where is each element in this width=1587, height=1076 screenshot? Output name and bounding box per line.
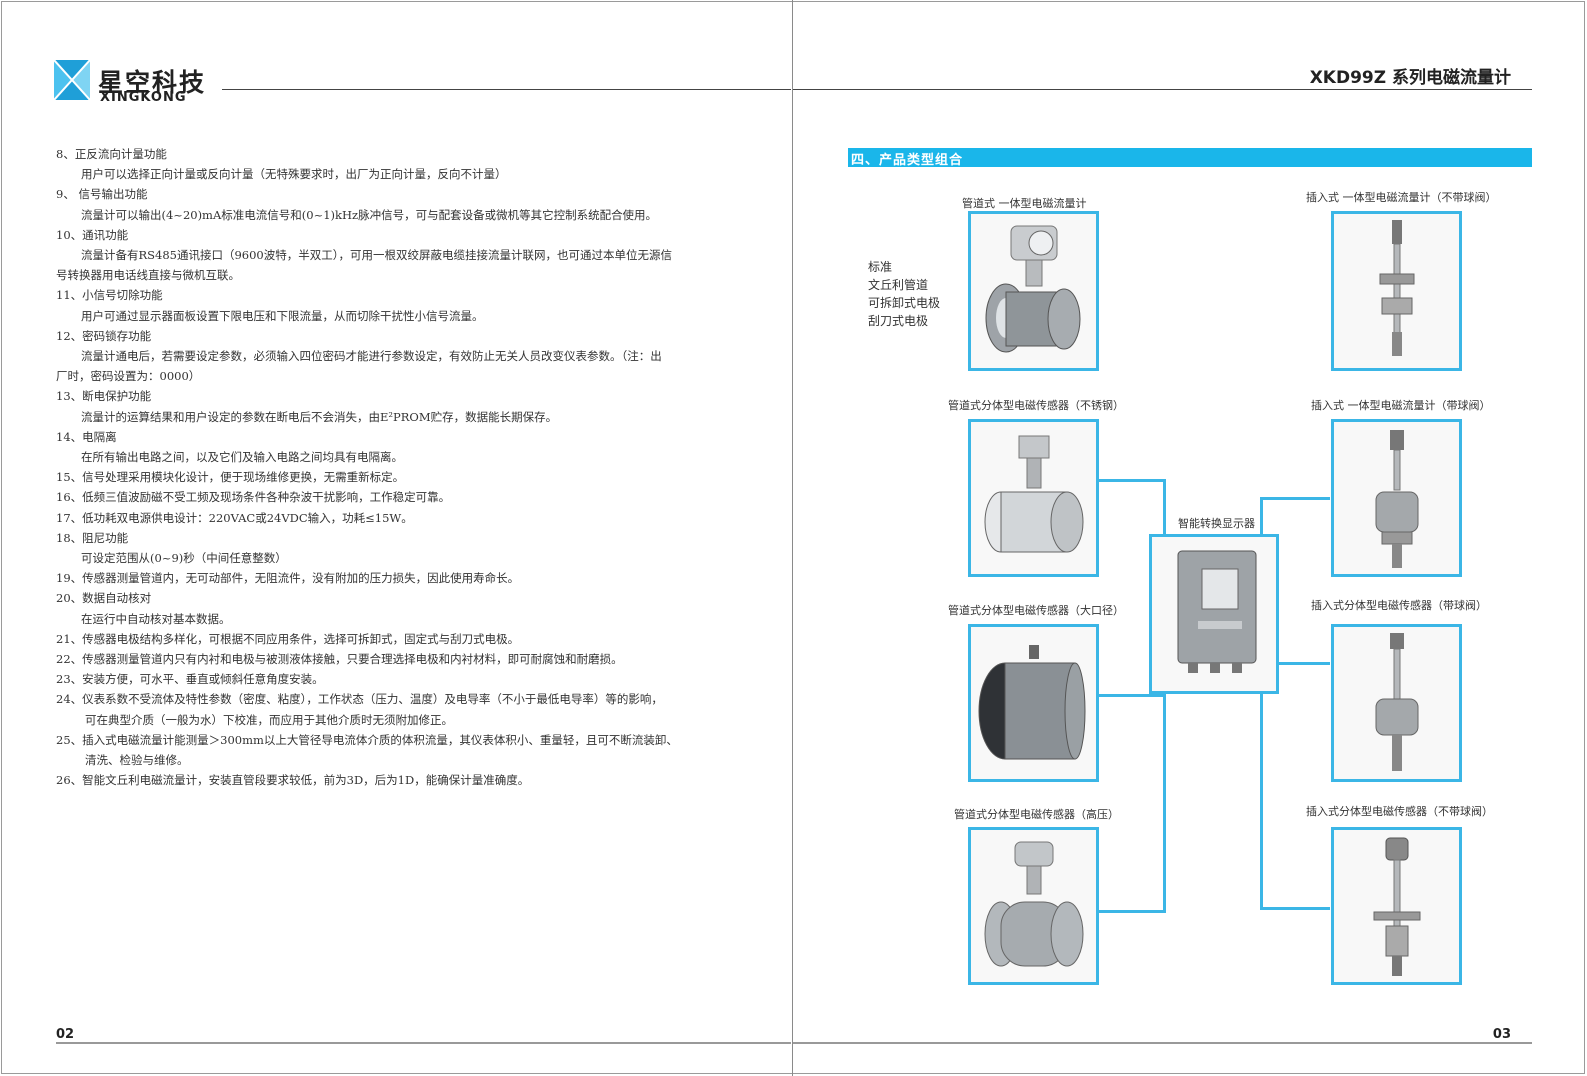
feature-line: 24、仪表系数不受流体及特性参数（密度、粘度），工作状态（压力、温度）及电导率（… [56, 692, 663, 707]
feature-line: 23、安装方便，可水平、垂直或倾斜任意角度安装。 [56, 672, 324, 687]
feature-line: 18、阻尼功能 [56, 530, 129, 545]
xingkong-logo-icon [54, 60, 92, 100]
feature-line: 在运行中自动核对基本数据。 [81, 611, 231, 626]
caption-insert-split-no-valve: 插入式分体型电磁传感器（不带球阀） [1306, 805, 1493, 818]
feature-line: 21、传感器电极结构多样化，可根据不同应用条件，选择可拆卸式，固定式与刮刀式电极… [56, 631, 520, 646]
connector-line [1260, 497, 1330, 500]
feature-line: 13、断电保护功能 [56, 389, 152, 404]
feature-line: 厂时，密码设置为：0000） [56, 369, 201, 384]
product-image-pipe-split-large [968, 624, 1099, 782]
feature-line: 15、信号处理采用模块化设计，便于现场维修更换，无需重新标定。 [56, 470, 405, 485]
legend-item: 可拆卸式电极 [868, 296, 941, 310]
product-image-pipe-split-stainless [968, 419, 1099, 577]
product-image-converter [1149, 534, 1279, 694]
feature-line: 9、 信号输出功能 [56, 187, 148, 202]
feature-line: 8、正反流向计量功能 [56, 147, 167, 161]
feature-line: 流量计通电后，若需要设定参数，必须输入四位密码才能进行参数设定，有效防止无关人员… [81, 349, 662, 363]
feature-line: 26、智能文丘利电磁流量计，安装直管段要求较低，前为3D，后为1D，能确保计量准… [56, 773, 530, 788]
feature-line: 流量计的运算结果和用户设定的参数在断电后不会消失，由E²PROM贮存，数据能长期… [81, 409, 558, 424]
feature-line: 流量计可以输出(4~20)mA标准电流信号和(0~1)kHz脉冲信号，可与配套设… [81, 207, 658, 222]
product-image-pipe-split-high-pressure [968, 827, 1099, 985]
feature-line: 用户可以选择正向计量或反向计量（无特殊要求时，出厂为正向计量，反向不计量） [81, 167, 507, 182]
brand-name-cn: 星空科技 [98, 68, 207, 97]
header-rule-right [793, 89, 1532, 90]
feature-line: 流量计备有RS485通讯接口（9600波特，半双工），可用一根双绞屏蔽电缆挂接流… [81, 248, 672, 262]
feature-line: 在所有输出电路之间，以及它们及输入电路之间均具有电隔离。 [81, 450, 403, 464]
feature-line: 17、低功耗双电源供电设计：220VAC或24VDC输入，功耗≤15W。 [56, 510, 413, 525]
feature-line: 用户可通过显示器面板设置下限电压和下限流量，从而切除干扰性小信号流量。 [81, 308, 484, 323]
brand-name-en: XINGKONG [100, 90, 187, 105]
feature-line: 12、密码锁存功能 [56, 328, 152, 343]
feature-line: 11、小信号切除功能 [56, 288, 163, 303]
section-header-bar: 四、产品类型组合 [848, 148, 1532, 168]
feature-line: 清洗、检验与维修。 [85, 753, 189, 767]
footer-rule-left [56, 1042, 791, 1044]
feature-line: 可在典型介质（一般为水）下校准，而应用于其他介质时无须附加修正。 [85, 712, 453, 727]
connector-line [1096, 910, 1166, 913]
connector-line [1096, 694, 1166, 697]
feature-line: 22、传感器测量管道内只有内衬和电极与被测液体接触，只要合理选择电极和内衬材料，… [56, 652, 623, 666]
feature-line: 14、电隔离 [56, 429, 117, 444]
caption-insert-integral-valve: 插入式 一体型电磁流量计（带球阀） [1311, 399, 1491, 412]
caption-pipe-split-high-pressure: 管道式分体型电磁传感器（高压） [954, 808, 1119, 821]
connector-line [1096, 479, 1166, 482]
feature-line: 20、数据自动核对 [56, 591, 152, 606]
header-rule-left [222, 89, 791, 90]
connector-line [1260, 907, 1330, 910]
legend-item: 标准 [868, 260, 893, 274]
product-image-pipe-integral [968, 211, 1099, 371]
legend-item: 刮刀式电极 [868, 314, 929, 328]
caption-pipe-split-large: 管道式分体型电磁传感器（大口径） [948, 604, 1124, 617]
product-title: XKD99Z 系列电磁流量计 [1309, 68, 1511, 88]
spread-spine [792, 0, 793, 1076]
caption-pipe-integral: 管道式 一体型电磁流量计 [962, 197, 1087, 210]
product-image-insert-split-no-valve [1331, 827, 1462, 985]
page-number-left: 02 [56, 1027, 75, 1042]
footer-rule-right [793, 1042, 1532, 1044]
caption-converter: 智能转换显示器 [1178, 517, 1255, 530]
caption-pipe-split-stainless: 管道式分体型电磁传感器（不锈钢） [948, 399, 1124, 412]
product-image-insert-integral-valve [1331, 419, 1462, 577]
feature-line: 19、传感器测量管道内，无可动部件，无阻流件，没有附加的压力损失，因此使用寿命长… [56, 571, 520, 586]
feature-line: 16、低频三值波励磁不受工频及现场条件各种杂波干扰影响，工作稳定可靠。 [56, 490, 451, 505]
feature-line: 号转换器用电话线直接与微机互联。 [56, 268, 240, 283]
connector-line [1260, 497, 1263, 910]
page-number-right: 03 [1492, 1027, 1511, 1042]
product-image-insert-integral-no-valve [1331, 211, 1462, 371]
connector-line [1260, 662, 1330, 665]
feature-line: 10、通讯功能 [56, 227, 129, 242]
feature-line: 可设定范围从(0~9)秒（中间任意整数） [81, 551, 287, 565]
product-image-insert-split-valve [1331, 624, 1462, 782]
caption-insert-split-valve: 插入式分体型电磁传感器（带球阀） [1311, 599, 1487, 612]
legend-item: 文丘利管道 [868, 278, 929, 292]
section-title: 四、产品类型组合 [851, 153, 964, 168]
caption-insert-integral-no-valve: 插入式 一体型电磁流量计（不带球阀） [1306, 191, 1497, 204]
feature-line: 25、插入式电磁流量计能测量＞300mm以上大管径导电流体介质的体积流量，其仪表… [56, 732, 678, 747]
